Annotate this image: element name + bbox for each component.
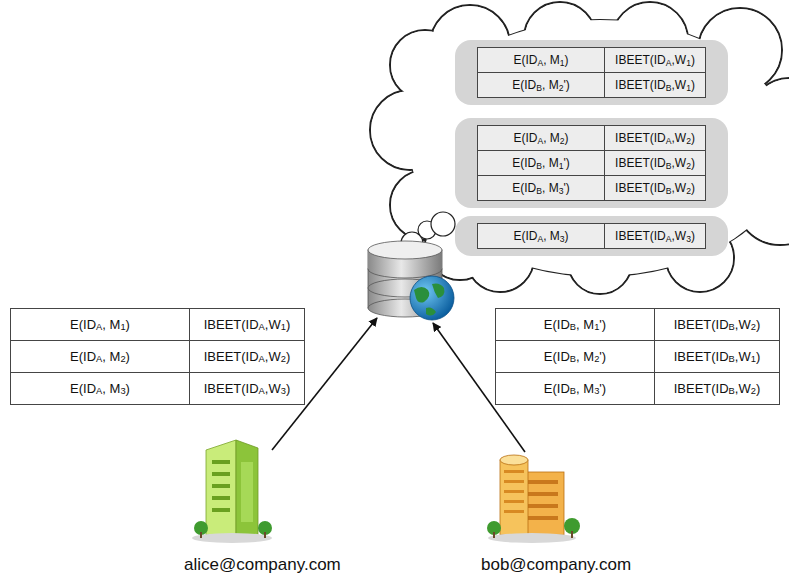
table-grid: E(IDA, M1)IBEET(IDA,W1)E(IDA, M2)IBEET(I… <box>10 308 305 405</box>
building-caption: alice@company.com <box>184 554 341 576</box>
table-grid: E(IDA, M3)IBEET(IDA,W3) <box>477 223 706 249</box>
table-cell: IBEET(IDA,W2) <box>190 341 304 372</box>
email-address: alice@company.com <box>184 554 341 576</box>
ciphertext-table: E(IDB, M1')IBEET(IDB,W2)E(IDB, M2')IBEET… <box>495 308 780 405</box>
table-cell: IBEET(IDB,W2) <box>605 176 705 200</box>
table-cell: IBEET(IDB,W1) <box>655 341 779 372</box>
ciphertext-table: E(IDA, M1)IBEET(IDA,W1)E(IDA, M2)IBEET(I… <box>10 308 305 405</box>
table-cell: IBEET(IDA,W1) <box>605 48 705 72</box>
table-cell: IBEET(IDA,W2) <box>605 126 705 150</box>
table-cell: E(IDA, M2) <box>11 341 189 372</box>
building-icon <box>192 440 272 543</box>
table-cell: E(IDA, M1) <box>478 48 604 72</box>
table-cell: E(IDB, M2') <box>478 73 604 97</box>
match-group: E(IDA, M1)IBEET(IDA,W1)E(IDB, M2')IBEET(… <box>455 40 728 105</box>
table-cell: E(IDB, M3') <box>496 373 654 404</box>
table-cell: E(IDB, M3') <box>478 176 604 200</box>
email-address: bob@company.com <box>481 554 631 576</box>
table-cell: E(IDA, M3) <box>478 224 604 248</box>
table-cell: E(IDB, M1') <box>496 309 654 340</box>
table-cell: IBEET(IDB,W1) <box>605 73 705 97</box>
table-grid: E(IDA, M1)IBEET(IDA,W1)E(IDB, M2')IBEET(… <box>477 47 706 98</box>
table-cell: IBEET(IDA,W3) <box>190 373 304 404</box>
table-cell: IBEET(IDB,W2) <box>655 373 779 404</box>
match-group: E(IDA, M3)IBEET(IDA,W3) <box>455 216 728 256</box>
table-cell: E(IDB, M2') <box>496 341 654 372</box>
table-cell: IBEET(IDB,W2) <box>605 151 705 175</box>
table-cell: E(IDB, M1') <box>478 151 604 175</box>
building-caption: bob@company.com <box>481 554 631 576</box>
building-icon <box>487 455 580 543</box>
table-cell: IBEET(IDA,W1) <box>190 309 304 340</box>
table-cell: IBEET(IDB,W2) <box>655 309 779 340</box>
table-cell: IBEET(IDA,W3) <box>605 224 705 248</box>
table-cell: E(IDA, M3) <box>11 373 189 404</box>
match-group: E(IDA, M2)IBEET(IDA,W2)E(IDB, M1')IBEET(… <box>455 118 728 208</box>
table-cell: E(IDA, M1) <box>11 309 189 340</box>
table-grid: E(IDB, M1')IBEET(IDB,W2)E(IDB, M2')IBEET… <box>495 308 780 405</box>
table-grid: E(IDA, M2)IBEET(IDA,W2)E(IDB, M1')IBEET(… <box>477 125 706 201</box>
database-server <box>368 241 454 320</box>
table-cell: E(IDA, M2) <box>478 126 604 150</box>
